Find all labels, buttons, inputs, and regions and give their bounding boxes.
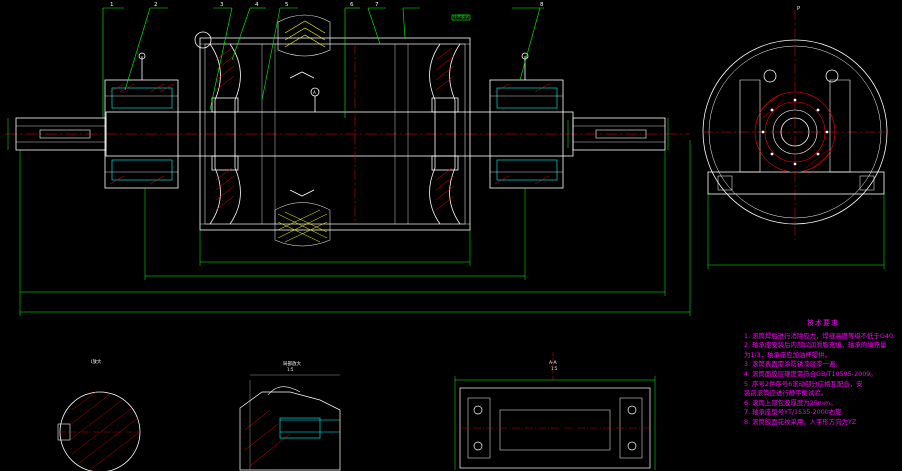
detail-label-2: 局部放大 <box>283 360 301 367</box>
section-label: A <box>313 90 316 95</box>
main-section-view <box>5 14 690 247</box>
tech-req-line-10: 8. 滚筒胶面花纹采用，人字形方向为YZ <box>744 417 857 426</box>
detail-label-3: A-A <box>549 360 558 366</box>
detail-scale-3: 1:5 <box>551 366 558 371</box>
tech-req-line-7: 装前滚筒应进行静平衡试验。 <box>744 389 828 398</box>
main-shaft <box>105 111 574 157</box>
callout-leaders <box>102 7 544 118</box>
top-tag-label: 技术要求 <box>453 14 469 19</box>
tech-req-line-3: 为1/3，轴承座应加油杯提供。 <box>744 350 831 359</box>
callout-7: 7 <box>375 2 379 8</box>
tech-req-line-1: 1. 滚筒焊后进行消除应力，焊缝高度等级不低于G40. <box>744 331 896 340</box>
left-bearing-housing <box>104 52 179 189</box>
tech-req-title: 技术要求 <box>807 319 839 327</box>
tech-req-line-9: 7. 轴承座型号YT/1535-2000右旋. <box>744 408 844 417</box>
tech-req-line-6: 5. 序号2件序号6滚动部分应相互配合，安 <box>744 379 863 388</box>
detail-scale-2: 1:5 <box>287 367 294 372</box>
callout-numbers: 1 2 3 4 5 6 7 8 A <box>110 2 544 95</box>
detail-label-1: I放大 <box>91 358 102 365</box>
tech-req-line-8: 6. 滚筒上部包胶厚度为25mm。 <box>744 398 837 407</box>
tech-req-line-4: 3. 滚筒表面需涂防锈漆底漆一遍。 <box>744 360 842 369</box>
left-keyway <box>39 129 91 139</box>
right-keyway <box>595 129 647 139</box>
section-hatch <box>109 47 550 211</box>
right-bearing-housing <box>489 52 564 189</box>
left-end-disk <box>209 43 241 225</box>
callout-8: 8 <box>540 2 544 8</box>
view-label-p: P <box>797 6 800 12</box>
lagging-pattern-top <box>277 14 331 57</box>
detail-bearing-base <box>454 352 656 470</box>
detail-shaft-section <box>57 391 141 471</box>
tech-req-line-5: 4. 滚筒面胶层硬度需符合GB/T10595-2009。 <box>744 369 877 378</box>
callout-5: 5 <box>285 2 289 8</box>
end-view-dimensions <box>707 194 885 269</box>
section-arrow-top <box>289 71 315 79</box>
callout-2: 2 <box>154 2 158 8</box>
callout-3: 3 <box>220 2 224 8</box>
callout-4: 4 <box>255 2 259 8</box>
end-view <box>702 10 888 240</box>
callout-1: 1 <box>110 2 114 8</box>
drum-shell <box>199 37 471 231</box>
detail-lagging <box>239 374 341 471</box>
section-arrow-bottom <box>289 189 315 197</box>
right-end-disk <box>429 43 461 225</box>
callout-6: 6 <box>350 2 354 8</box>
technical-requirements: 技术要求 1. 滚筒焊后进行消除应力，焊缝高度等级不低于G40. 2. 轴承座安… <box>744 319 902 469</box>
dimension-lines <box>7 118 691 316</box>
tech-req-line-2: 2. 轴承座安装后内部以润滑脂充填，轴承的填充量 <box>744 341 887 350</box>
lagging-pattern-bottom <box>274 202 331 247</box>
